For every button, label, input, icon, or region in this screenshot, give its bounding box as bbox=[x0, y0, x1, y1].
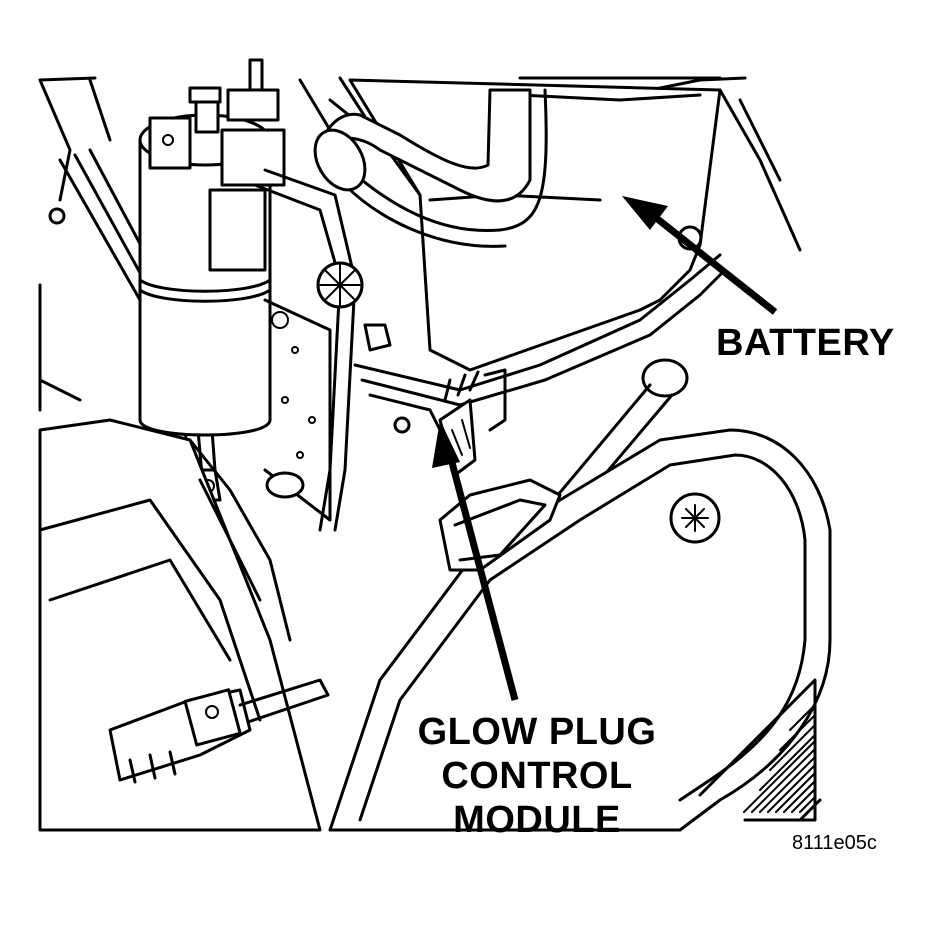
wiring-connector bbox=[108, 678, 330, 784]
gpcm-callout-arrow bbox=[446, 454, 519, 701]
glow-plug-control-module-label: GLOW PLUG CONTROL MODULE bbox=[392, 710, 682, 842]
bolt-icon bbox=[48, 207, 66, 225]
figure-id: 8111e05c bbox=[792, 832, 877, 854]
coolant-hose bbox=[313, 88, 548, 248]
receiver-dryer bbox=[138, 58, 286, 437]
fender-hatch bbox=[698, 678, 822, 822]
gpcm-arrowhead-icon bbox=[432, 420, 460, 468]
glow-plug-control-module bbox=[438, 370, 480, 477]
callout-arrows bbox=[432, 196, 778, 701]
air-intake-housing bbox=[328, 428, 832, 832]
battery-label: BATTERY bbox=[716, 322, 895, 364]
firewall-panel bbox=[263, 298, 392, 522]
battery-arrowhead-icon bbox=[622, 196, 668, 230]
gpcm-label-line-3: MODULE bbox=[453, 799, 621, 841]
canister-label bbox=[208, 188, 267, 272]
gpcm-label-line-1: GLOW PLUG bbox=[417, 711, 657, 753]
refrigerant-line bbox=[253, 168, 364, 532]
battery-callout-arrow bbox=[652, 214, 778, 315]
battery-tray bbox=[353, 253, 727, 434]
gpcm-label-line-2: CONTROL bbox=[441, 755, 633, 797]
engine-bay-background bbox=[38, 76, 802, 412]
